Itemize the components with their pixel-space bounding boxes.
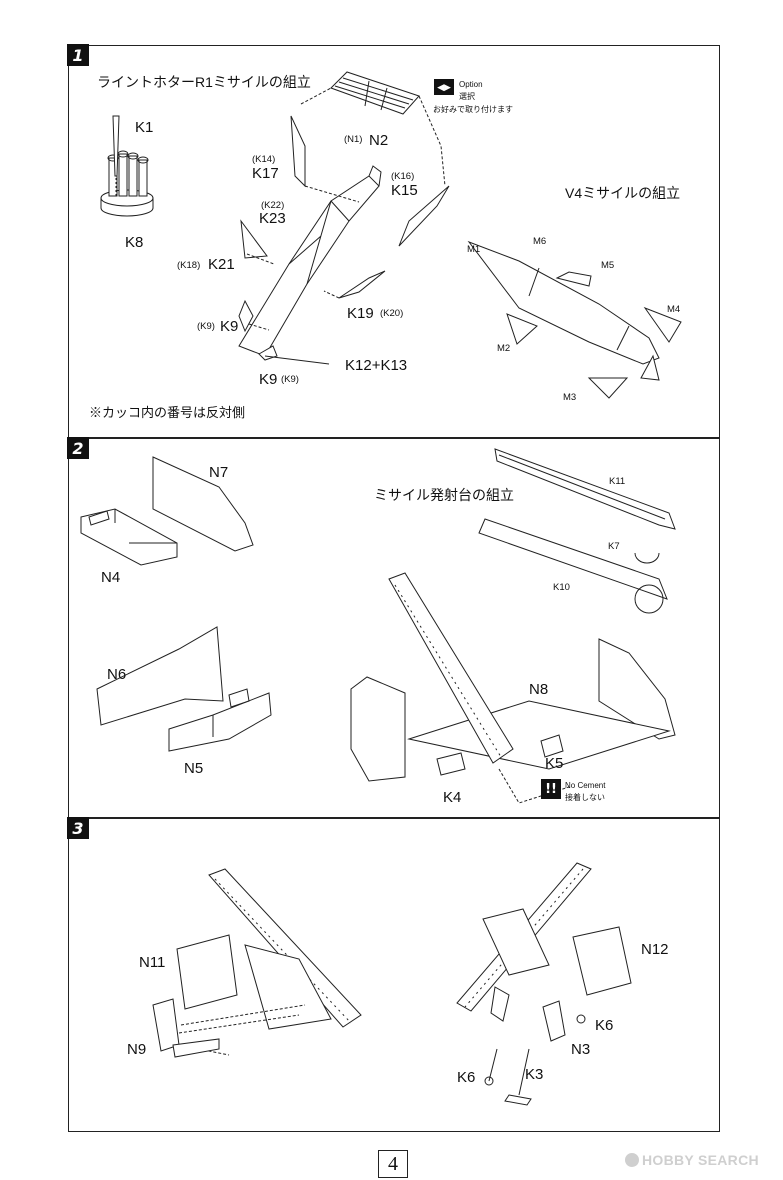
step-1-panel: 1 — [67, 44, 720, 438]
part-m5: M5 — [601, 260, 615, 271]
part-n1-paren: (N1) — [344, 134, 363, 145]
step-2-panel: 2 ミサイル発射台の組立 N7 N4 N6 N5 N8 K4 K5 K7 K10 — [67, 437, 720, 818]
v4-assembly-title: V4ミサイルの組立 — [565, 185, 681, 201]
part-m3: M3 — [563, 392, 577, 403]
page-number: 4 — [378, 1150, 408, 1178]
part-k5: K5 — [545, 755, 564, 772]
part-n8: N8 — [529, 681, 549, 698]
part-k9-paren-lower: (K9) — [281, 374, 299, 385]
part-m6: M6 — [533, 236, 547, 247]
hobby-search-logo-icon — [625, 1153, 639, 1167]
step-1-badge: 1 — [67, 44, 89, 66]
part-k9-upper: K9 — [220, 318, 239, 335]
part-k18-paren: (K18) — [177, 260, 201, 271]
part-m1: M1 — [467, 244, 481, 255]
no-cement-label-ja: 接着しない — [565, 793, 605, 802]
part-n5: N5 — [184, 760, 204, 777]
no-cement-warning-icon: !! — [541, 779, 561, 799]
step-3-panel: 3 N11 N9 N12 K6 N3 K6 K3 — [67, 817, 720, 1132]
step-2-drawing — [80, 448, 676, 804]
part-k22-paren: (K22) — [261, 200, 285, 211]
part-k4: K4 — [443, 789, 462, 806]
step-3-badge: 3 — [67, 817, 89, 839]
part-k3: K3 — [525, 1066, 544, 1083]
part-k6-left: K6 — [457, 1069, 476, 1086]
part-k23: K23 — [259, 210, 286, 227]
part-k17: K17 — [252, 165, 279, 182]
launcher-assembly-title: ミサイル発射台の組立 — [374, 487, 514, 503]
option-description: お好みで取り付けます — [433, 105, 513, 114]
part-n4: N4 — [101, 569, 121, 586]
step-2-badge: 2 — [67, 437, 89, 459]
part-k14-paren: (K14) — [252, 154, 276, 165]
part-k15: K15 — [391, 182, 418, 199]
part-n2: N2 — [369, 132, 389, 149]
step-1-drawing — [100, 71, 682, 399]
part-k20-paren: (K20) — [380, 308, 404, 319]
part-k6-right: K6 — [595, 1017, 614, 1034]
step-3-drawing — [152, 862, 632, 1106]
part-k8: K8 — [125, 234, 144, 251]
option-label: Option — [459, 80, 483, 89]
part-k1: K1 — [135, 119, 154, 136]
part-k16-paren: (K16) — [391, 171, 415, 182]
r1-assembly-title: ライントホターR1ミサイルの組立 — [97, 74, 311, 90]
option-icon: ◀▶ — [434, 79, 454, 95]
part-n11: N11 — [139, 954, 166, 971]
no-cement-label: No Cement — [565, 781, 606, 790]
part-k9-paren-upper: (K9) — [197, 321, 215, 332]
option-label-ja: 選択 — [459, 92, 475, 101]
part-k12-k13: K12+K13 — [345, 357, 408, 374]
part-k21: K21 — [208, 256, 235, 273]
part-n6: N6 — [107, 666, 127, 683]
mirror-part-note: ※カッコ内の番号は反対側 — [89, 405, 246, 420]
part-k10: K10 — [553, 582, 570, 593]
part-k9-lower: K9 — [259, 371, 278, 388]
part-k7: K7 — [608, 541, 620, 552]
part-k11: K11 — [609, 476, 626, 487]
part-m4: M4 — [667, 304, 681, 315]
part-m2: M2 — [497, 343, 511, 354]
part-k19: K19 — [347, 305, 374, 322]
watermark-text: HOBBY SEARCH — [642, 1152, 759, 1168]
part-n3: N3 — [571, 1041, 591, 1058]
part-n9: N9 — [127, 1041, 147, 1058]
watermark: HOBBY SEARCH — [625, 1152, 759, 1168]
part-n12: N12 — [641, 941, 669, 958]
part-n7: N7 — [209, 464, 229, 481]
